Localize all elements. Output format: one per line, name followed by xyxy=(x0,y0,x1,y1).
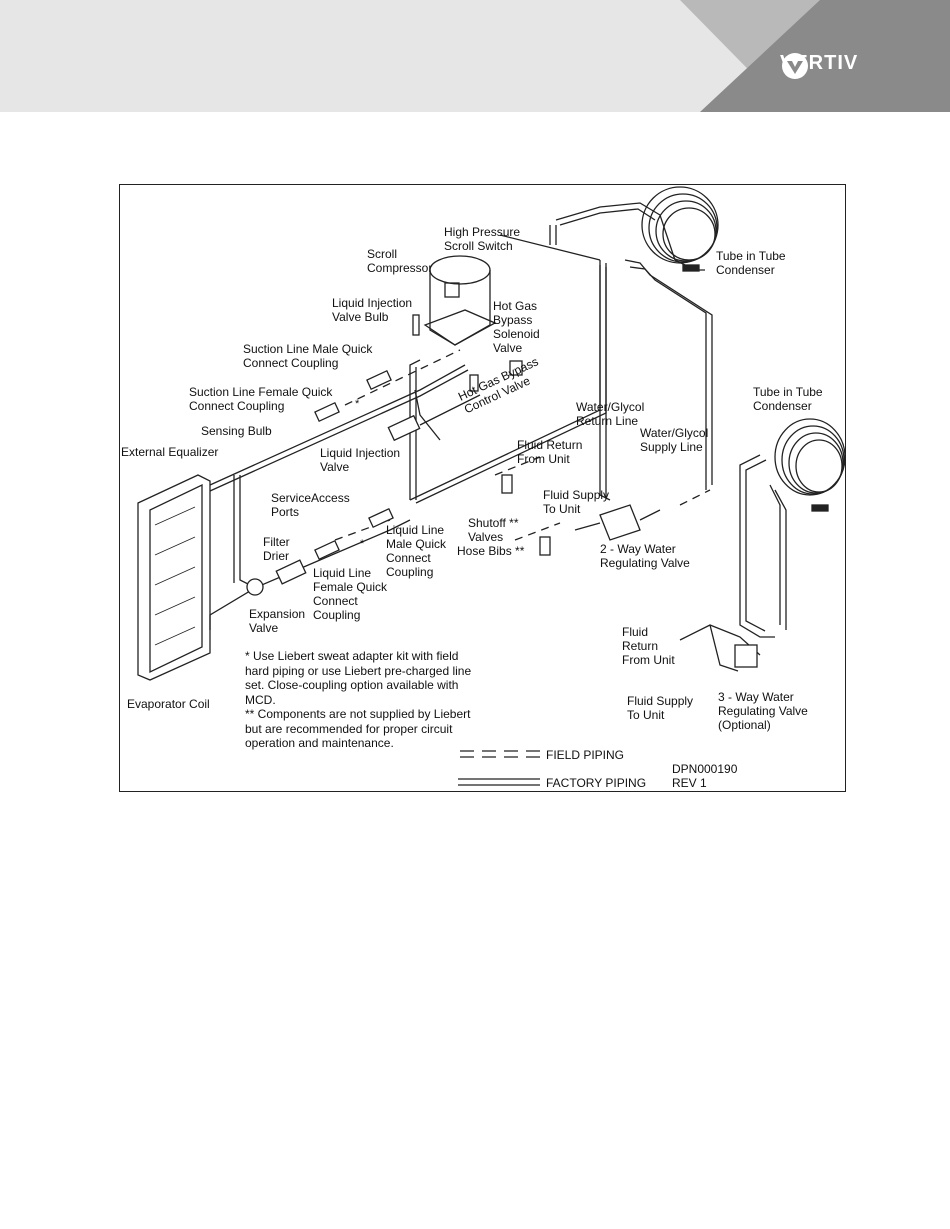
document-number: DPN000190 xyxy=(672,762,738,776)
condenser-1 xyxy=(641,186,719,272)
field-piping-asterisk-liquid: * xyxy=(360,538,365,550)
label-filter-drier: Filter Drier xyxy=(263,535,290,563)
label-two-way-valve: 2 - Way Water Regulating Valve xyxy=(600,542,690,570)
header-accent-dark xyxy=(700,0,950,112)
page-header: VERTIV xyxy=(0,0,950,112)
label-liquid-male-coupling: Liquid Line Male Quick Connect Coupling xyxy=(386,523,447,579)
label-fluid-supply-top: Fluid Supply To Unit xyxy=(543,488,610,516)
label-service-access-ports: ServiceAccess Ports xyxy=(271,491,350,519)
legend-factory-piping: FACTORY PIPING xyxy=(546,776,647,790)
label-water-glycol-supply: Water/Glycol Supply Line xyxy=(640,426,709,454)
vertiv-chevron-logo-icon xyxy=(782,53,808,79)
condenser-2-piping xyxy=(679,454,787,672)
two-way-valve-assembly xyxy=(574,504,661,541)
legend-field-piping: FIELD PIPING xyxy=(546,748,625,762)
scroll-compressor xyxy=(423,255,497,346)
document-revision: REV 1 xyxy=(672,776,707,790)
piping-diagram-frame: High Pressure Scroll Switch Scroll Compr… xyxy=(119,184,846,792)
label-fluid-return-top: Fluid Return From Unit xyxy=(517,438,583,466)
label-evaporator-coil: Evaporator Coil xyxy=(127,697,210,711)
label-scroll-compressor: Scroll Compressor xyxy=(367,247,433,275)
footnote-field-piping: * Use Liebert sweat adapter kit with fie… xyxy=(245,649,472,707)
label-liquid-female-coupling: Liquid Line Female Quick Connect Couplin… xyxy=(313,566,388,622)
factory-piping xyxy=(209,202,713,630)
piping-diagram xyxy=(137,186,845,786)
label-high-pressure-switch: High Pressure Scroll Switch xyxy=(444,225,521,253)
label-liquid-injection-bulb: Liquid Injection Valve Bulb xyxy=(332,296,413,324)
label-shutoff-valves: Shutoff ** Valves xyxy=(468,516,519,544)
label-liquid-injection-valve: Liquid Injection Valve xyxy=(320,446,401,474)
label-tube-condenser-2: Tube in Tube Condenser xyxy=(753,385,823,413)
fittings xyxy=(246,314,551,596)
header-graphic xyxy=(680,0,950,112)
field-piping-asterisk-suction: * xyxy=(355,398,360,410)
label-suction-male-coupling: Suction Line Male Quick Connect Coupling xyxy=(243,342,373,370)
label-water-glycol-return: Water/Glycol Return Line xyxy=(576,400,645,428)
label-external-equalizer: External Equalizer xyxy=(121,445,219,459)
label-fluid-return-bottom: Fluid Return From Unit xyxy=(622,625,675,667)
label-expansion-valve: Expansion Valve xyxy=(249,607,306,635)
label-tube-condenser-1: Tube in Tube Condenser xyxy=(716,249,786,277)
evaporator-coil xyxy=(137,474,211,681)
label-fluid-supply-bottom: Fluid Supply To Unit xyxy=(627,694,694,722)
vertiv-logo: VERTIV xyxy=(780,52,858,79)
label-hot-gas-solenoid: Hot Gas Bypass Solenoid Valve xyxy=(493,299,540,355)
label-sensing-bulb: Sensing Bulb xyxy=(201,424,272,438)
footnote-components: ** Components are not supplied by Lieber… xyxy=(245,707,471,750)
piping-legend-lines xyxy=(458,750,540,786)
label-three-way-valve: 3 - Way Water Regulating Valve (Optional… xyxy=(718,690,808,732)
label-suction-female-coupling: Suction Line Female Quick Connect Coupli… xyxy=(189,385,333,413)
condenser-2 xyxy=(774,418,845,512)
label-hose-bibs: Hose Bibs ** xyxy=(457,544,525,558)
